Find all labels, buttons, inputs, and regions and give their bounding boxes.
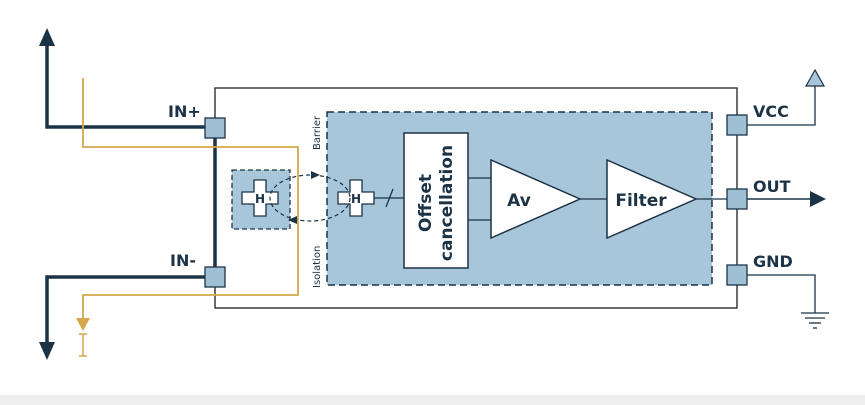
offset-label-line1: Offset [416, 174, 436, 232]
pad-vcc [726, 114, 748, 136]
hall-symbol: H [255, 192, 265, 206]
out-arrow-icon [810, 191, 826, 207]
hall-element-icon [241, 179, 279, 217]
magnetic-field-loop [269, 174, 351, 222]
field-arrow-left-icon [288, 216, 297, 224]
pad-gnd [726, 264, 748, 286]
pin-label-vcc: VCC [753, 102, 789, 121]
filter-label: Filter [615, 191, 667, 211]
pin-label-gnd: GND [753, 252, 793, 271]
ground-icon [801, 312, 829, 329]
pad-in-plus [204, 117, 226, 139]
pad-out [726, 188, 748, 210]
barrier-label: Barrier [312, 115, 323, 150]
current-path [82, 78, 299, 322]
filter-block [606, 158, 698, 240]
bus-slash [385, 188, 394, 208]
bottom-band [0, 395, 865, 405]
gnd-wire [737, 274, 816, 313]
isolation-label: Isolation [312, 246, 323, 288]
conductor-arrow-down [39, 342, 55, 360]
primary-conductor [45, 40, 217, 350]
offset-cancellation-block [403, 132, 469, 269]
amplifier-label: Av [507, 191, 531, 211]
pin-label-in-minus: IN- [170, 251, 196, 270]
pin-label-in-plus: IN+ [168, 102, 201, 121]
amplifier-block [490, 158, 582, 240]
hall-symbol-2: H [351, 192, 361, 206]
pad-in-minus [204, 266, 226, 288]
vcc-wire [737, 86, 816, 126]
vcc-supply-icon [804, 68, 826, 87]
offset-label-line2: cancellation [437, 145, 457, 261]
hall-element-icon-2 [337, 179, 375, 217]
current-symbol [79, 333, 87, 357]
pin-label-out: OUT [753, 177, 791, 196]
current-arrow-icon [76, 318, 90, 331]
conductor-arrow-up [39, 28, 55, 46]
field-arrow-right-icon [311, 171, 320, 179]
